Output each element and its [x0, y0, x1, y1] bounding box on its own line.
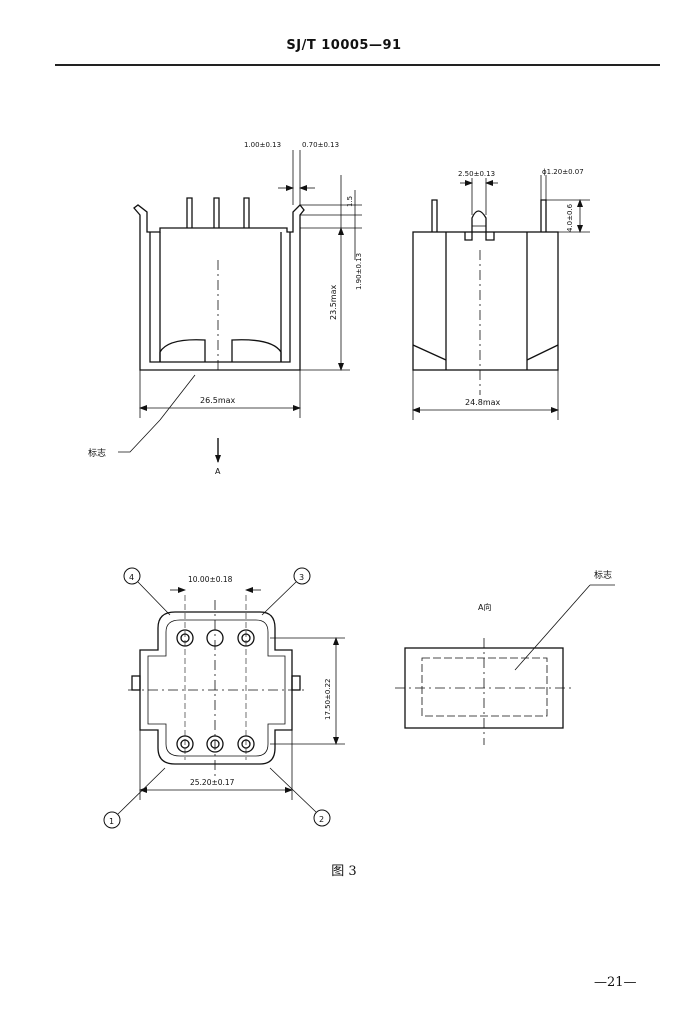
dim-front-top-left: 1.00±0.13 — [244, 141, 281, 149]
dim-front-top-right: 0.70±0.13 — [302, 141, 339, 149]
a-view-title: A向 — [478, 602, 491, 612]
dim-side-pin-len: 4.0±0.6 — [566, 203, 574, 232]
dim-side-width: 24.8max — [465, 398, 501, 407]
pin-label-2: 2 — [319, 815, 324, 824]
bottom-view — [103, 567, 345, 829]
dim-front-side-mid: 1.90±0.13 — [355, 253, 363, 290]
pin-label-1: 1 — [109, 817, 114, 826]
front-marking-label: 标志 — [88, 447, 106, 459]
dim-bottom-pitch: 10.00±0.18 — [188, 575, 233, 584]
dim-bottom-width: 25.20±0.17 — [190, 778, 235, 787]
pin-label-3: 3 — [299, 573, 304, 582]
dim-front-height: 23.5max — [329, 284, 338, 320]
side-view — [412, 175, 590, 420]
page-number: —21— — [594, 975, 637, 990]
bottom-view-pin-holes — [176, 629, 255, 753]
a-view — [395, 584, 615, 745]
dim-side-pin-dia: ϕ1.20±0.07 — [542, 168, 584, 176]
front-view — [118, 150, 362, 463]
dim-front-side-small: 1.5 — [346, 196, 354, 207]
pin-label-4: 4 — [129, 573, 134, 582]
front-view-arrow-label: A — [215, 467, 221, 476]
dim-side-pin-pitch: 2.50±0.13 — [458, 170, 495, 178]
figure-caption: 图 3 — [331, 864, 357, 879]
header-standard-code: SJ/T 10005—91 — [286, 38, 402, 53]
dim-front-width: 26.5max — [200, 396, 236, 405]
dim-bottom-height: 17.50±0.22 — [324, 679, 332, 721]
header-rule — [55, 64, 660, 66]
a-view-marking-label: 标志 — [594, 569, 612, 581]
